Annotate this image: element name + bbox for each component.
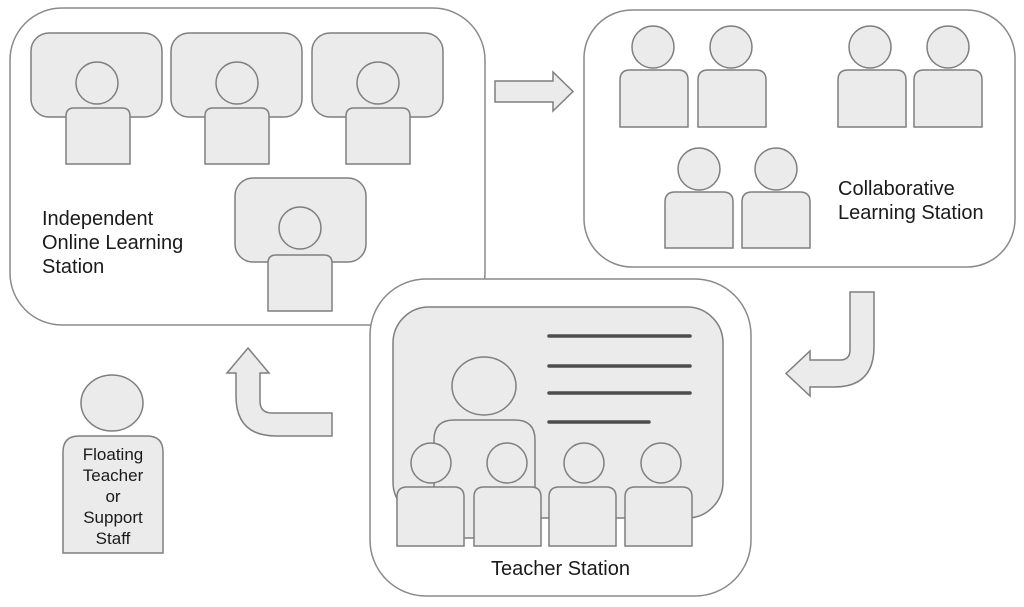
learner-pair-icon [664,147,811,249]
student-body-icon [624,486,693,547]
student-body-icon [473,486,542,547]
student-head-icon [410,442,452,484]
person-body-icon [204,107,270,165]
arrow-collaborative-to-teacher-icon [784,291,875,398]
independent-station-label: Independent Online Learning Station [42,208,184,278]
student-body-icon [396,486,465,547]
person-head-icon [677,147,721,191]
student-body-icon [548,486,617,547]
learner-pair-icon [619,25,767,128]
person-body-icon [62,435,164,554]
person-head-icon [754,147,798,191]
learner-at-computer-icon [234,177,367,312]
whiteboard-text-lines [547,334,692,424]
learner-pair-icon [837,25,983,128]
person-head-icon [926,25,970,69]
person-body-icon [664,191,734,249]
teacher-station-label: Teacher Station [491,558,630,580]
learner-at-computer-icon [30,32,163,165]
person-body-icon [837,69,907,128]
learner-at-computer-icon [170,32,303,165]
collaborative-station-label: Collaborative Learning Station [838,178,984,224]
person-body-icon [619,69,689,128]
person-body-icon [741,191,811,249]
person-head-icon [215,61,259,105]
student-head-icon [486,442,528,484]
floating-staff-label: Floating Teacher or Support Staff [82,445,144,548]
arrow-independent-to-collaborative-icon [494,70,575,113]
learner-at-computer-icon [311,32,444,165]
person-head-icon [709,25,753,69]
station-teacher [369,278,752,597]
person-body-icon [913,69,983,128]
person-body-icon [345,107,411,165]
arrow-teacher-to-independent-icon [225,346,333,437]
person-body-icon [65,107,131,165]
student-head-icon [563,442,605,484]
person-head-icon [278,206,322,250]
person-head-icon [451,356,517,416]
person-body-icon [697,69,767,128]
person-head-icon [356,61,400,105]
person-head-icon [631,25,675,69]
station-independent-online [9,7,486,326]
station-collaborative [583,9,1016,268]
person-head-icon [75,61,119,105]
floating-staff-icon [62,374,164,554]
person-head-icon [80,374,144,432]
person-body-icon [267,254,333,312]
person-head-icon [848,25,892,69]
student-head-icon [640,442,682,484]
